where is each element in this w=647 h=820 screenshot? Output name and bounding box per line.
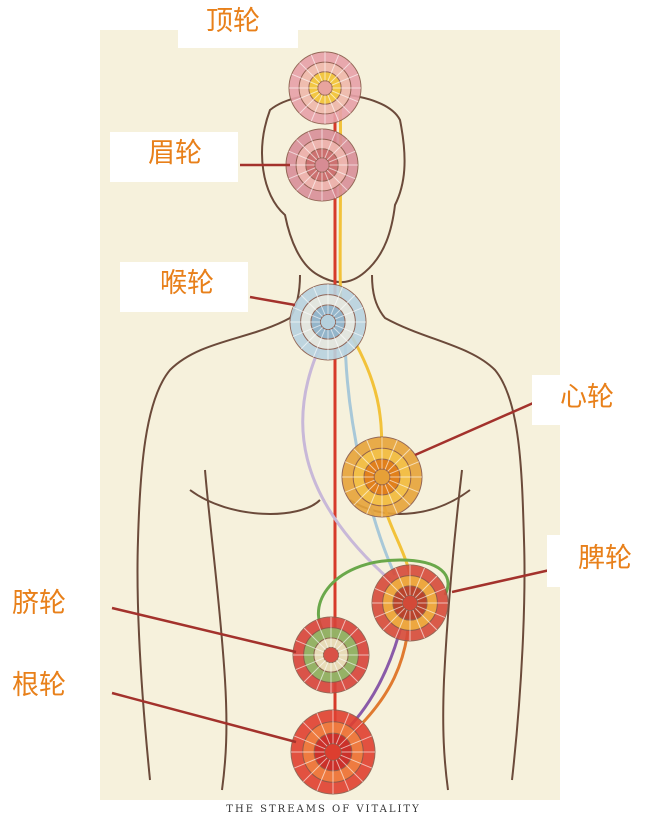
throat-pointer-line: [250, 297, 295, 305]
throat-chakra-label: 喉轮: [160, 270, 214, 297]
crown-chakra-wheel: [289, 52, 361, 124]
throat-chakra-wheel: [290, 284, 366, 360]
root-chakra-wheel: [291, 710, 375, 794]
brow-chakra-wheel: [286, 129, 358, 201]
heart-chakra-wheel: [342, 437, 422, 517]
crown-chakra-label: 顶轮: [206, 8, 260, 35]
spleen-chakra-wheel: [372, 565, 448, 641]
heart-chakra-label: 心轮: [560, 384, 614, 411]
root-pointer-line: [112, 693, 296, 742]
brow-chakra-label: 眉轮: [148, 140, 202, 167]
spleen-chakra-label: 脾轮: [578, 545, 632, 572]
heart-pointer-line: [415, 400, 540, 455]
navel-chakra-label: 脐轮: [12, 590, 66, 617]
root-chakra-label: 根轮: [12, 672, 66, 699]
navel-chakra-wheel: [293, 617, 369, 693]
figure-caption: THE STREAMS OF VITALITY: [0, 804, 647, 815]
spleen-pointer-line: [452, 570, 550, 592]
